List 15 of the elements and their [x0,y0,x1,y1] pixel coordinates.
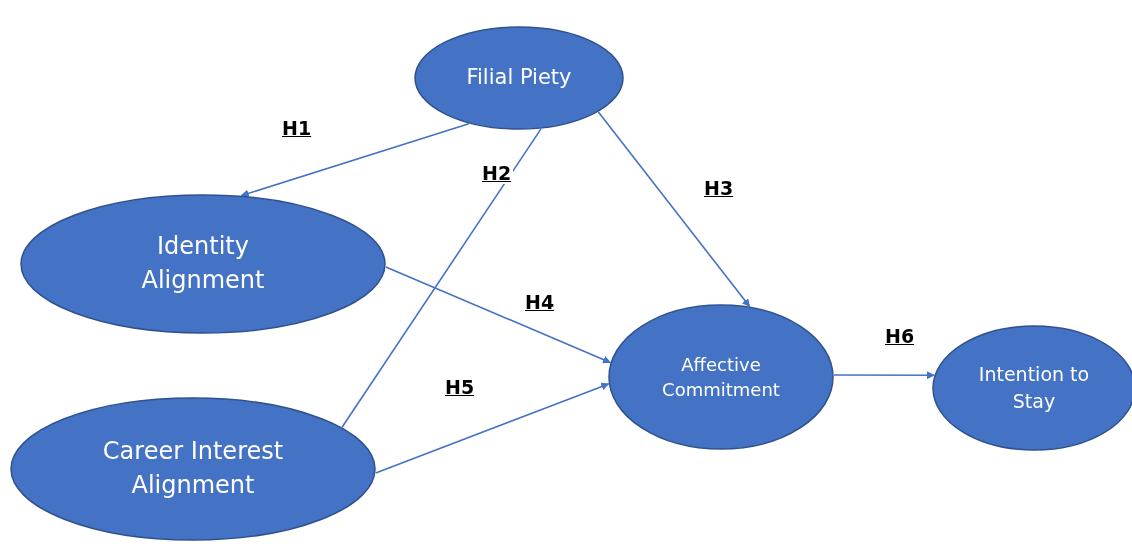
arrow [385,266,612,364]
node-label: Identity Alignment [140,231,266,296]
ellipse-node [414,26,624,130]
node-label: Affective Commitment [661,352,781,402]
ellipse-node [10,397,376,541]
node-label: Intention to Stay [977,362,1091,414]
ellipse-node [20,194,386,334]
arrow [374,382,610,474]
ellipse-node [608,304,834,450]
arrow [833,371,935,380]
arrow [240,122,470,198]
node-label: Career Interest Alignment [101,436,285,501]
arrow [597,111,751,308]
connector-line [341,128,542,429]
node-label: Filial Piety [466,64,572,92]
